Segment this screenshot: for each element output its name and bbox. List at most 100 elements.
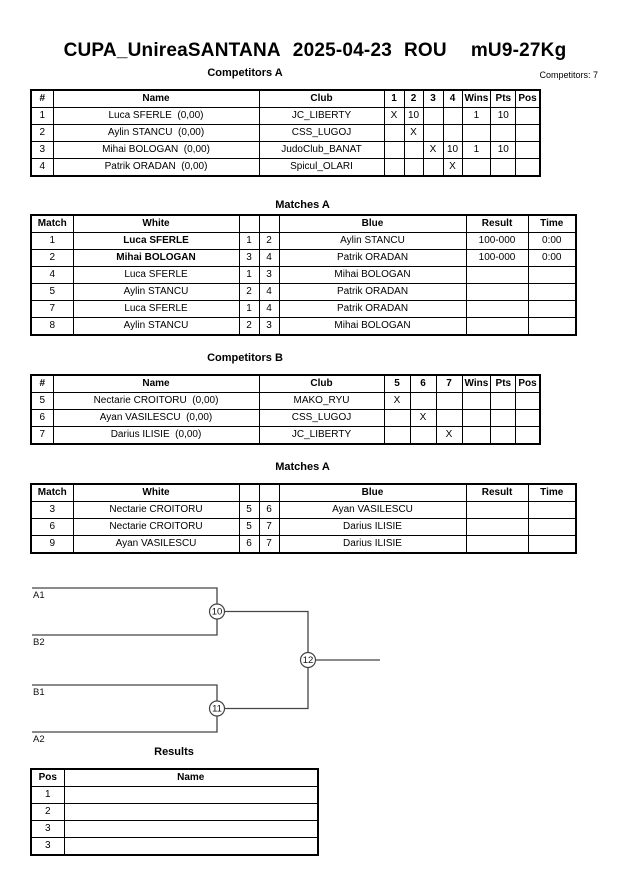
competitor-row: 6 Ayan VASILESCU (0,00) CSS_LUGOJ X	[30, 409, 541, 427]
header-row: Pos Name	[30, 768, 319, 787]
cell-blue-seed: 4	[258, 283, 280, 301]
col-header-time: Time	[527, 214, 577, 233]
col-header-pos: Pos	[515, 374, 541, 393]
cell-time: 0:00	[527, 232, 577, 250]
cell-white-seed: 2	[238, 317, 260, 336]
cell-white-name: Ayan VASILESCU	[72, 535, 240, 554]
section-title-results: Results	[154, 746, 194, 758]
col-header-pos: Pos	[30, 768, 65, 787]
cell-club: JudoClub_BANAT	[258, 141, 385, 159]
competitor-row: 2 Aylin STANCU (0,00) CSS_LUGOJ X	[30, 124, 541, 142]
cell-vs-4: 10	[442, 141, 463, 159]
col-header-club: Club	[258, 374, 385, 393]
match-row: 5 Aylin STANCU 2 4 Patrik ORADAN	[30, 283, 577, 301]
col-header-name: Name	[52, 89, 260, 108]
cell-num: 5	[30, 392, 54, 410]
col-header-blue: Blue	[278, 214, 467, 233]
cell-pts	[490, 426, 517, 445]
cell-vs-7: X	[435, 426, 463, 445]
cell-pos	[515, 392, 541, 410]
matches-b-table: Match White Blue Result Time 3 Nectarie …	[30, 483, 577, 554]
header-row: Match White Blue Result Time	[30, 214, 577, 233]
col-header-2: 2	[403, 89, 424, 108]
col-header-1: 1	[383, 89, 405, 108]
competitor-row: 1 Luca SFERLE (0,00) JC_LIBERTY X 10 1 1…	[30, 107, 541, 125]
tournament-date: 2025-04-23	[292, 40, 392, 61]
cell-white-name: Luca SFERLE	[72, 300, 240, 318]
match-row: 4 Luca SFERLE 1 3 Mihai BOLOGAN	[30, 266, 577, 284]
bracket-node-circle-semi1	[208, 603, 226, 620]
cell-white-name: Nectarie CROITORU	[72, 518, 240, 536]
cell-num: 3	[30, 141, 54, 159]
cell-vs-2	[403, 158, 424, 177]
tournament-name: CUPA_UnireaSANTANA	[63, 40, 281, 61]
cell-match-num: 5	[30, 283, 74, 301]
cell-result	[465, 266, 529, 284]
cell-white-seed: 5	[238, 501, 260, 519]
col-header-pts: Pts	[490, 374, 517, 393]
cell-vs-5: X	[383, 392, 411, 410]
cell-match-num: 6	[30, 518, 74, 536]
cell-wins: 1	[461, 107, 492, 125]
header-row: # Name Club 5 6 7 Wins Pts Pos	[30, 374, 541, 393]
cell-blue-name: Mihai BOLOGAN	[278, 266, 467, 284]
cell-white-seed: 1	[238, 232, 260, 250]
cell-vs-6	[409, 426, 437, 445]
col-header-num: #	[30, 89, 54, 108]
cell-vs-7	[435, 409, 463, 427]
cell-match-num: 2	[30, 249, 74, 267]
cell-time	[527, 535, 577, 554]
section-title-competitors-a: Competitors A	[207, 67, 283, 79]
cell-vs-1: X	[383, 107, 405, 125]
cell-match-num: 3	[30, 501, 74, 519]
cell-club: JC_LIBERTY	[258, 426, 385, 445]
col-header-6: 6	[409, 374, 437, 393]
cell-blue-seed: 4	[258, 249, 280, 267]
cell-white-seed: 5	[238, 518, 260, 536]
col-header-4: 4	[442, 89, 463, 108]
cell-blue-seed: 6	[258, 501, 280, 519]
col-header-blue-num	[258, 483, 280, 502]
col-header-pos: Pos	[515, 89, 541, 108]
cell-time	[527, 501, 577, 519]
cell-result	[465, 518, 529, 536]
col-header-match: Match	[30, 214, 74, 233]
cell-name: Ayan VASILESCU (0,00)	[52, 409, 260, 427]
cell-white-name: Luca SFERLE	[72, 232, 240, 250]
cell-result	[465, 317, 529, 336]
bracket-slot-label-b2: B2	[33, 637, 45, 648]
cell-wins	[461, 124, 492, 142]
bracket-line-semi1-to-final	[217, 610, 309, 660]
cell-time	[527, 317, 577, 336]
cell-blue-name: Ayan VASILESCU	[278, 501, 467, 519]
weight-category: mU9-27Kg	[470, 40, 567, 61]
cell-vs-6	[409, 392, 437, 410]
bracket-match-number-semi1: 10	[212, 607, 223, 618]
competitors-count: Competitors: 7	[539, 70, 598, 80]
cell-vs-6: X	[409, 409, 437, 427]
col-header-name: Name	[63, 768, 319, 787]
cell-white-name: Aylin STANCU	[72, 283, 240, 301]
cell-pos	[515, 426, 541, 445]
cell-vs-3	[422, 107, 444, 125]
bracket-match-number-semi2: 11	[212, 704, 222, 715]
cell-blue-seed: 7	[258, 535, 280, 554]
cell-wins	[461, 158, 492, 177]
cell-name: Nectarie CROITORU (0,00)	[52, 392, 260, 410]
elimination-bracket: A1 B2 B1 A2 10 11 12	[32, 587, 380, 745]
cell-pos	[515, 158, 541, 177]
cell-vs-1	[383, 158, 405, 177]
cell-blue-seed: 7	[258, 518, 280, 536]
cell-time	[527, 518, 577, 536]
cell-match-num: 7	[30, 300, 74, 318]
cell-match-num: 4	[30, 266, 74, 284]
competitor-row: 7 Darius ILISIE (0,00) JC_LIBERTY X	[30, 426, 541, 445]
cell-vs-1	[383, 124, 405, 142]
cell-num: 7	[30, 426, 54, 445]
cell-result	[465, 501, 529, 519]
cell-pos: 3	[30, 837, 65, 856]
col-header-name: Name	[52, 374, 260, 393]
cell-club: JC_LIBERTY	[258, 107, 385, 125]
match-row: 3 Nectarie CROITORU 5 6 Ayan VASILESCU	[30, 501, 577, 519]
cell-name	[63, 837, 319, 856]
